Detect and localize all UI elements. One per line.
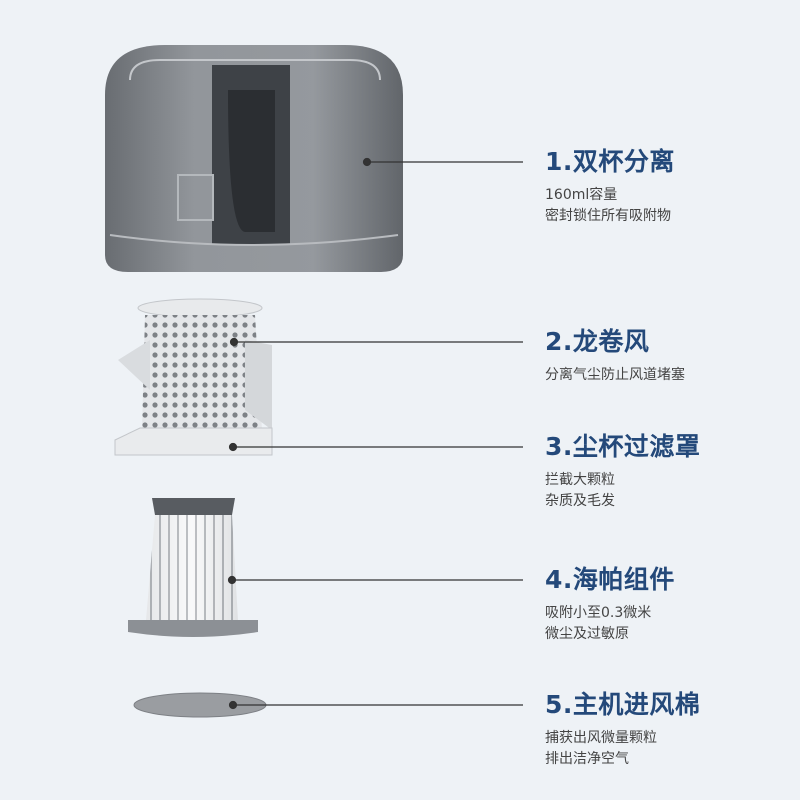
feature-title: 4.海帕组件 — [545, 565, 675, 594]
feature-intake-cotton: 5.主机进风棉 捕获出风微量颗粒 排出洁净空气 — [545, 690, 700, 770]
feature-description: 捕获出风微量颗粒 排出洁净空气 — [545, 728, 700, 770]
feature-title: 5.主机进风棉 — [545, 690, 701, 719]
desc-line: 微尘及过敏原 — [545, 626, 629, 642]
feature-title: 1.双杯分离 — [545, 147, 675, 176]
desc-line: 杂质及毛发 — [545, 493, 615, 509]
feature-description: 分离气尘防止风道堵塞 — [545, 365, 685, 386]
feature-description: 拦截大颗粒 杂质及毛发 — [545, 470, 700, 512]
leader-lines — [227, 157, 523, 710]
feature-cup-filter: 3.尘杯过滤罩 拦截大颗粒 杂质及毛发 — [545, 432, 700, 512]
desc-line: 拦截大颗粒 — [545, 472, 615, 488]
dust-cup — [105, 45, 403, 272]
cyclone-cone — [114, 298, 273, 456]
feature-hepa: 4.海帕组件 吸附小至0.3微米 微尘及过敏原 — [545, 565, 675, 645]
feature-description: 吸附小至0.3微米 微尘及过敏原 — [545, 603, 675, 645]
feature-description: 160ml容量 密封锁住所有吸附物 — [545, 185, 675, 227]
desc-line: 排出洁净空气 — [545, 751, 629, 767]
hepa-filter — [128, 498, 258, 637]
feature-title: 3.尘杯过滤罩 — [545, 432, 701, 461]
desc-line: 分离气尘防止风道堵塞 — [545, 367, 685, 383]
desc-line: 160ml容量 — [545, 187, 618, 203]
feature-dual-cup: 1.双杯分离 160ml容量 密封锁住所有吸附物 — [545, 147, 675, 227]
desc-line: 吸附小至0.3微米 — [545, 605, 652, 621]
desc-line: 密封锁住所有吸附物 — [545, 208, 671, 224]
feature-title: 2.龙卷风 — [545, 327, 650, 356]
feature-cyclone: 2.龙卷风 分离气尘防止风道堵塞 — [545, 327, 685, 386]
desc-line: 捕获出风微量颗粒 — [545, 730, 657, 746]
